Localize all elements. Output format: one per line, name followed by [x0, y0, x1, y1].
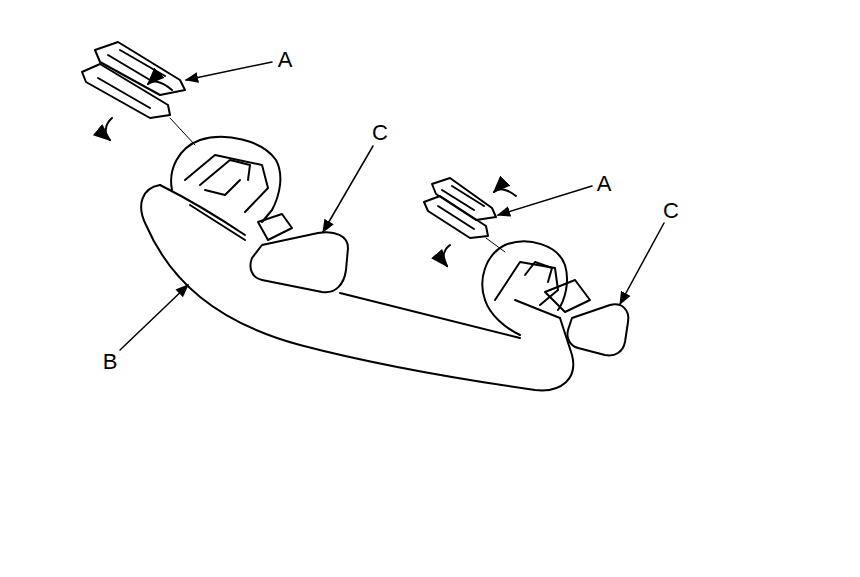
grab-handle [141, 137, 573, 390]
leader-line [120, 62, 664, 350]
guide-line [170, 118, 505, 252]
callout-letter: A [278, 49, 293, 71]
cover [250, 214, 628, 355]
callout-letter: A [597, 173, 612, 195]
clip [82, 42, 516, 266]
callout-letter: C [372, 122, 388, 144]
callout-letter: B [103, 351, 118, 373]
callout-letter: C [663, 200, 679, 222]
